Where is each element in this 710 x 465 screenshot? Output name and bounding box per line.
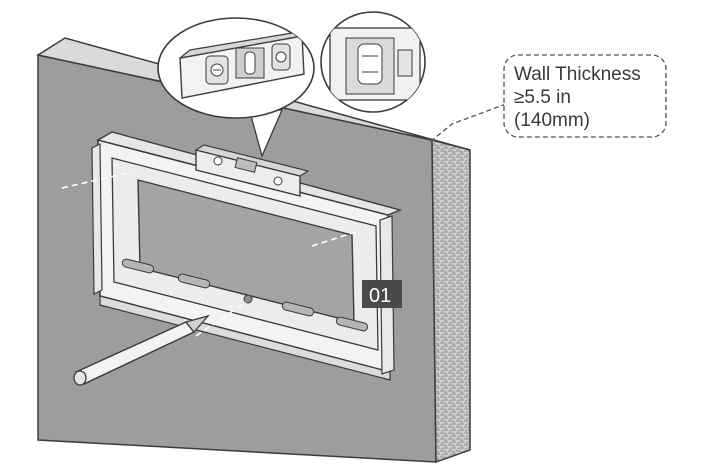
wall-thickness-callout: Wall Thickness ≥5.5 in (140mm) <box>503 54 667 138</box>
vial-closeup <box>320 11 426 113</box>
drill-mark <box>243 294 253 304</box>
bracket-slot <box>121 258 155 274</box>
spirit-level <box>194 144 310 197</box>
level-closeup <box>157 17 315 158</box>
bracket-slot <box>335 316 369 332</box>
bracket-slot <box>177 273 211 289</box>
alignment-lines <box>61 171 357 337</box>
pencil-icon <box>73 314 210 386</box>
callout-leader <box>429 103 507 143</box>
callout-line-2: ≥5.5 in <box>514 87 571 108</box>
wall-bracket <box>91 131 403 381</box>
bracket-slot <box>281 301 315 317</box>
step-number: 01 <box>369 285 391 307</box>
callout-line-3: (140mm) <box>514 110 590 131</box>
step-badge: 01 <box>362 280 402 308</box>
wall-edge <box>431 139 471 464</box>
callout-line-1: Wall Thickness <box>514 64 641 85</box>
